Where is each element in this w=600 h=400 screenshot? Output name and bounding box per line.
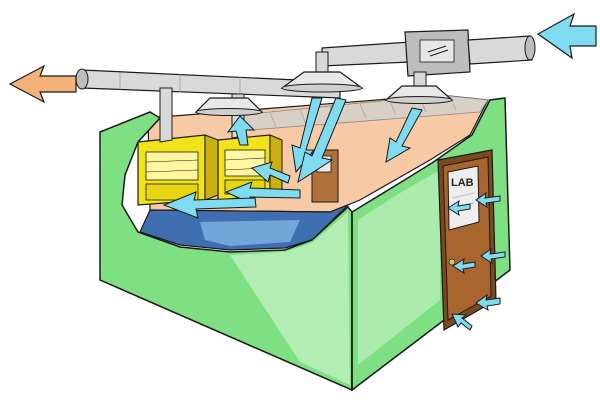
door-sign: LAB <box>451 177 474 189</box>
air-supply-arrow-icon <box>538 14 596 58</box>
fume-hood-left <box>138 135 218 205</box>
supply-fan-box <box>420 40 454 62</box>
door-knob <box>449 259 455 265</box>
floor-highlight <box>200 220 300 246</box>
air-exhaust-arrow-icon <box>10 66 76 102</box>
